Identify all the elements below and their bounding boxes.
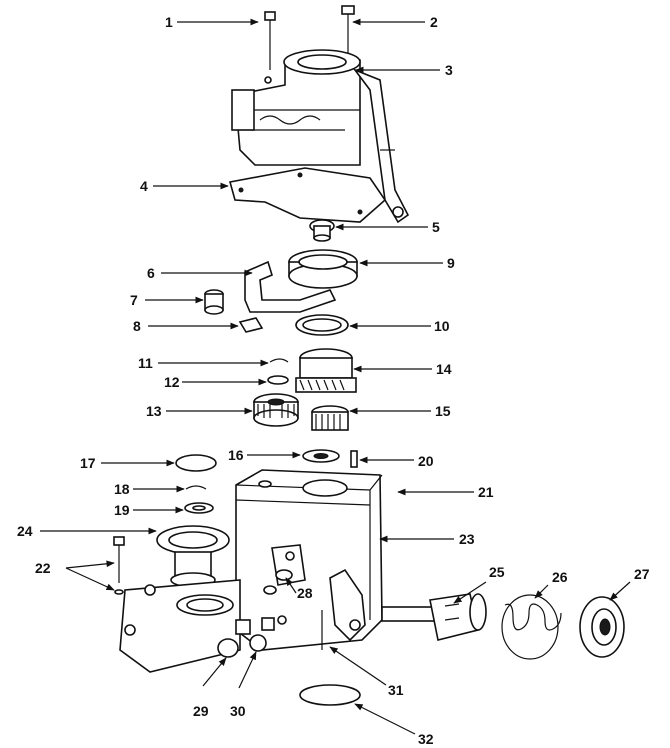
label-8: 8: [133, 318, 141, 334]
label-27: 27: [634, 566, 650, 582]
label-25: 25: [489, 564, 505, 580]
shift-rod-25: [381, 593, 487, 641]
label-16: 16: [228, 447, 244, 463]
bearing-9: [288, 249, 358, 289]
bushing-5: [309, 219, 335, 242]
label-2: 2: [430, 14, 438, 30]
seal-19: [184, 502, 214, 514]
washer-16: [302, 449, 340, 463]
gear-13: [253, 393, 299, 427]
label-23: 23: [459, 531, 475, 547]
label-9: 9: [447, 255, 455, 271]
label-21: 21: [478, 484, 494, 500]
base-flange: [119, 579, 241, 673]
label-30: 30: [230, 703, 246, 719]
clip-8: [238, 317, 264, 333]
bolt-1: [264, 11, 276, 84]
label-28: 28: [297, 585, 313, 601]
label-1: 1: [165, 14, 173, 30]
fitting-30: [249, 615, 287, 652]
spring-26: [501, 594, 562, 660]
needle-bearing-15: [311, 405, 349, 431]
label-19: 19: [114, 502, 130, 518]
leader-lines: [40, 18, 631, 735]
ring-10: [295, 314, 349, 336]
fitting-29: [217, 619, 251, 658]
label-20: 20: [418, 453, 434, 469]
label-14: 14: [436, 361, 452, 377]
label-10: 10: [434, 318, 450, 334]
label-7: 7: [130, 292, 138, 308]
label-6: 6: [147, 265, 155, 281]
cover-17: [175, 454, 217, 472]
label-4: 4: [140, 178, 148, 194]
gasket-4: [228, 167, 387, 223]
shift-lever-arm: [352, 68, 410, 224]
bearing-retainer-24: [156, 525, 230, 588]
shift-fork-6: [244, 260, 337, 313]
label-12: 12: [164, 374, 180, 390]
gasket-32: [299, 684, 361, 706]
label-3: 3: [445, 62, 453, 78]
gear-14: [295, 348, 357, 393]
callout-labels: 1 2 3 4 5 6 9 7 8 10 11 12 14 13 15 16 2…: [17, 14, 650, 747]
washer-12: [267, 375, 289, 385]
label-11: 11: [138, 355, 153, 371]
label-31: 31: [388, 682, 404, 698]
lever-bracket-31: [321, 568, 366, 650]
label-13: 13: [146, 403, 162, 419]
snap-ring-18: [185, 485, 207, 490]
label-22: 22: [35, 560, 51, 576]
label-29: 29: [193, 703, 209, 719]
label-17: 17: [80, 455, 96, 471]
label-15: 15: [435, 403, 451, 419]
label-18: 18: [114, 481, 130, 497]
cap-27: [579, 596, 625, 658]
label-24: 24: [17, 523, 33, 539]
roller-7: [204, 289, 224, 315]
bolt-22: [113, 536, 125, 595]
snap-ring-11: [269, 358, 289, 363]
label-26: 26: [552, 569, 568, 585]
label-32: 32: [418, 731, 434, 747]
label-5: 5: [432, 219, 440, 235]
upper-housing: [231, 49, 361, 166]
screw-20: [350, 450, 358, 468]
